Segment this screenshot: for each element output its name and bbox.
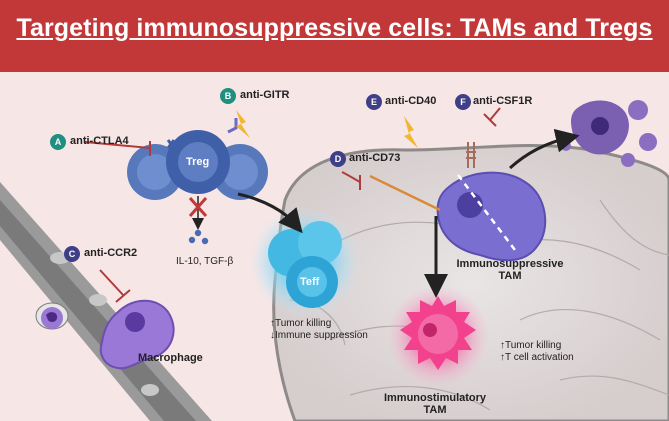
immunosuppressive-tam-label: Immunosuppressive TAM	[440, 258, 580, 282]
blood-vessel	[0, 182, 212, 421]
cd73-antibody	[369, 174, 441, 212]
treg-cluster	[127, 118, 268, 200]
immunostimulatory-tam	[386, 284, 490, 388]
arrow-icon	[237, 192, 303, 234]
cross-icon	[188, 197, 208, 217]
tumor-cell-fragments	[561, 100, 657, 167]
target-label-anti-cd73: anti-CD73	[349, 152, 401, 164]
inhibitor-icon	[483, 107, 501, 127]
immunostimulatory-tam-label-line1: Immunostimulatory	[383, 392, 487, 404]
lightning-icon	[404, 116, 418, 148]
tam-effect-1: ↑Tumor killing	[500, 340, 562, 351]
inhibitor-icon	[99, 269, 131, 303]
target-label-anti-ctla4: anti-CTLA4	[70, 135, 129, 147]
badge-c: C	[64, 246, 80, 262]
immunostimulatory-tam-label: Immunostimulatory TAM	[370, 392, 500, 416]
title-banner	[0, 0, 669, 72]
teff-effect-1: ↑Tumor killing	[270, 318, 332, 329]
treg-label: Treg	[186, 156, 210, 168]
teff-effect-2: ↓Immune suppression	[270, 330, 368, 341]
macrophage-cell	[99, 299, 175, 370]
page-title: Targeting immunosuppressive cells: TAMs …	[16, 14, 653, 42]
tam-effect-2: ↑T cell activation	[500, 352, 574, 363]
target-label-anti-gitr: anti-GITR	[240, 89, 290, 101]
monocyte	[41, 307, 63, 329]
inhibitor-icon	[84, 141, 151, 156]
target-label-anti-csf1r: anti-CSF1R	[473, 95, 533, 107]
cytokine-label: IL-10, TGF-β	[176, 256, 234, 267]
teff-effects: ↑Tumor killing ↓Immune suppression	[270, 318, 368, 342]
target-label-anti-cd40: anti-CD40	[385, 95, 437, 107]
inhibitor-icon	[341, 171, 361, 190]
target-label-anti-ccr2: anti-CCR2	[84, 247, 138, 259]
immunosuppressive-tam-label-line1: Immunosuppressive	[456, 258, 564, 270]
badge-a: A	[50, 134, 66, 150]
immunostimulatory-tam-label-line2: TAM	[423, 404, 447, 416]
teff-label: Teff	[300, 276, 320, 288]
cytokine-dots	[188, 229, 209, 245]
tam-effects: ↑Tumor killing ↑T cell activation	[500, 340, 574, 364]
immunosuppressive-tam-label-line2: TAM	[498, 270, 522, 282]
arrow-icon	[508, 128, 580, 170]
badge-b: B	[220, 88, 236, 104]
badge-e: E	[366, 94, 382, 110]
macrophage-label: Macrophage	[138, 352, 203, 364]
lightning-icon	[236, 110, 250, 138]
teff-cluster	[250, 207, 360, 317]
badge-d: D	[330, 151, 346, 167]
badge-f: F	[455, 94, 471, 110]
immunosuppressive-tam	[436, 142, 547, 262]
